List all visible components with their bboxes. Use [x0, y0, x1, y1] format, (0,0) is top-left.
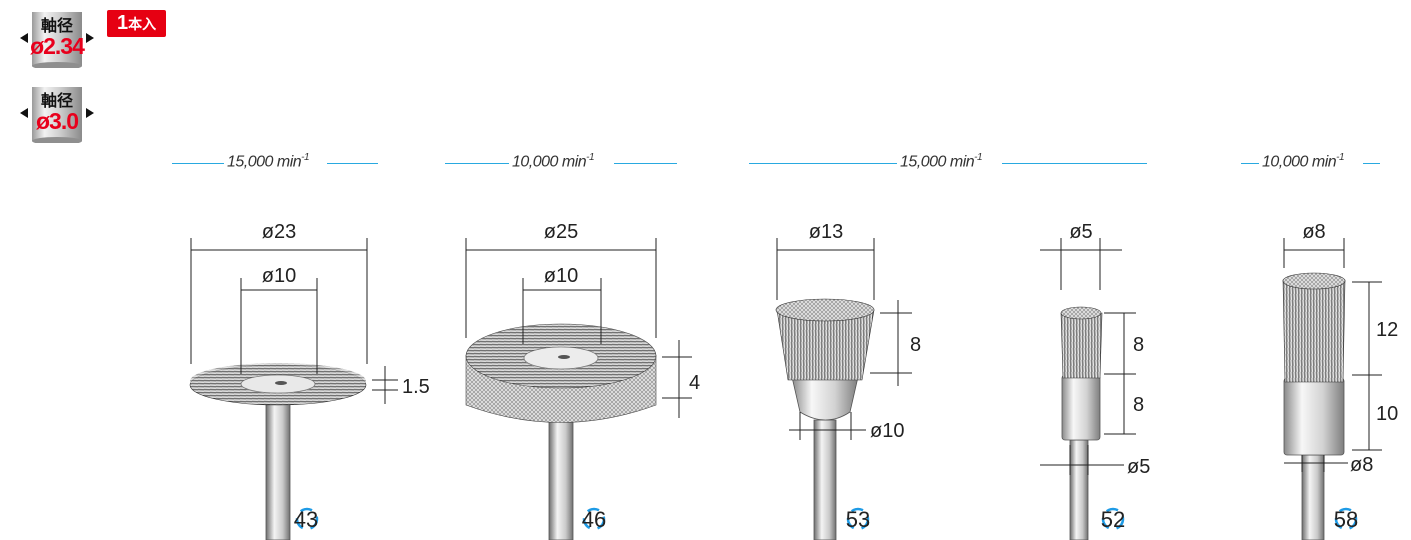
product-code: 52 — [1101, 507, 1125, 532]
code-arrow-icon — [846, 507, 870, 531]
product-46: ø25 ø10 4 46 — [465, 221, 700, 540]
code-arrow-icon — [295, 507, 319, 531]
hub-diameter: ø10 — [544, 265, 578, 287]
cup-length: 8 — [1133, 394, 1144, 416]
quantity-badge: 1本入 — [107, 10, 167, 37]
thickness: 4 — [689, 372, 700, 394]
product-52: ø5 8 8 ø5 52 — [1040, 221, 1150, 540]
code-arrow-icon — [1101, 507, 1125, 531]
head-diameter: ø8 — [1302, 221, 1325, 243]
code-arrow-icon — [582, 507, 606, 531]
product-53: ø13 8 ø10 53 — [775, 221, 921, 540]
product-code: 46 — [582, 507, 606, 532]
product-58: ø8 12 10 ø8 58 — [1282, 221, 1398, 540]
head-diameter: ø23 — [262, 221, 296, 243]
bristle-length: 8 — [910, 334, 921, 356]
cylinder-icon — [20, 12, 94, 68]
thickness: 1.5 — [402, 376, 430, 398]
shaft-badge-30: 軸径 ø3.0 — [18, 83, 96, 143]
shaft-label: 軸径 — [40, 93, 73, 110]
speed-group-3: 15,000 min-1 — [749, 152, 1147, 172]
speed-group-2: 10,000 min-1 — [445, 152, 677, 172]
head-diameter: ø5 — [1069, 221, 1092, 243]
cylinder-icon — [20, 87, 94, 143]
bristle-length: 12 — [1376, 319, 1398, 341]
hub-diameter: ø10 — [262, 265, 296, 287]
product-code: 43 — [294, 507, 318, 532]
speed-label: 15,000 min-1 — [900, 152, 983, 171]
quantity-number: 1 — [117, 12, 129, 34]
cup-diameter: ø8 — [1350, 454, 1373, 476]
speed-label: 10,000 min-1 — [1262, 152, 1345, 171]
quantity-unit: 本入 — [128, 16, 157, 32]
cup-length: 10 — [1376, 403, 1398, 425]
head-diameter: ø25 — [544, 221, 578, 243]
speed-group-1: 15,000 min-1 — [172, 152, 378, 172]
cup-diameter: ø5 — [1127, 456, 1150, 478]
shaft-diameter: ø3.0 — [35, 108, 79, 134]
bristle-length: 8 — [1133, 334, 1144, 356]
code-arrow-icon — [1334, 507, 1358, 531]
product-43: ø23 ø10 1.5 43 — [189, 221, 430, 540]
head-diameter: ø13 — [809, 221, 843, 243]
shaft-diameter: ø2.34 — [30, 33, 85, 59]
speed-label: 15,000 min-1 — [227, 152, 310, 171]
shaft-label: 軸径 — [40, 18, 73, 35]
speed-group-4: 10,000 min-1 — [1241, 152, 1380, 172]
shaft-badge-234: 軸径 ø2.34 — [18, 8, 96, 68]
product-code: 58 — [1334, 507, 1358, 532]
cup-diameter: ø10 — [870, 420, 904, 442]
speed-label: 10,000 min-1 — [512, 152, 595, 171]
product-code: 53 — [846, 507, 870, 532]
